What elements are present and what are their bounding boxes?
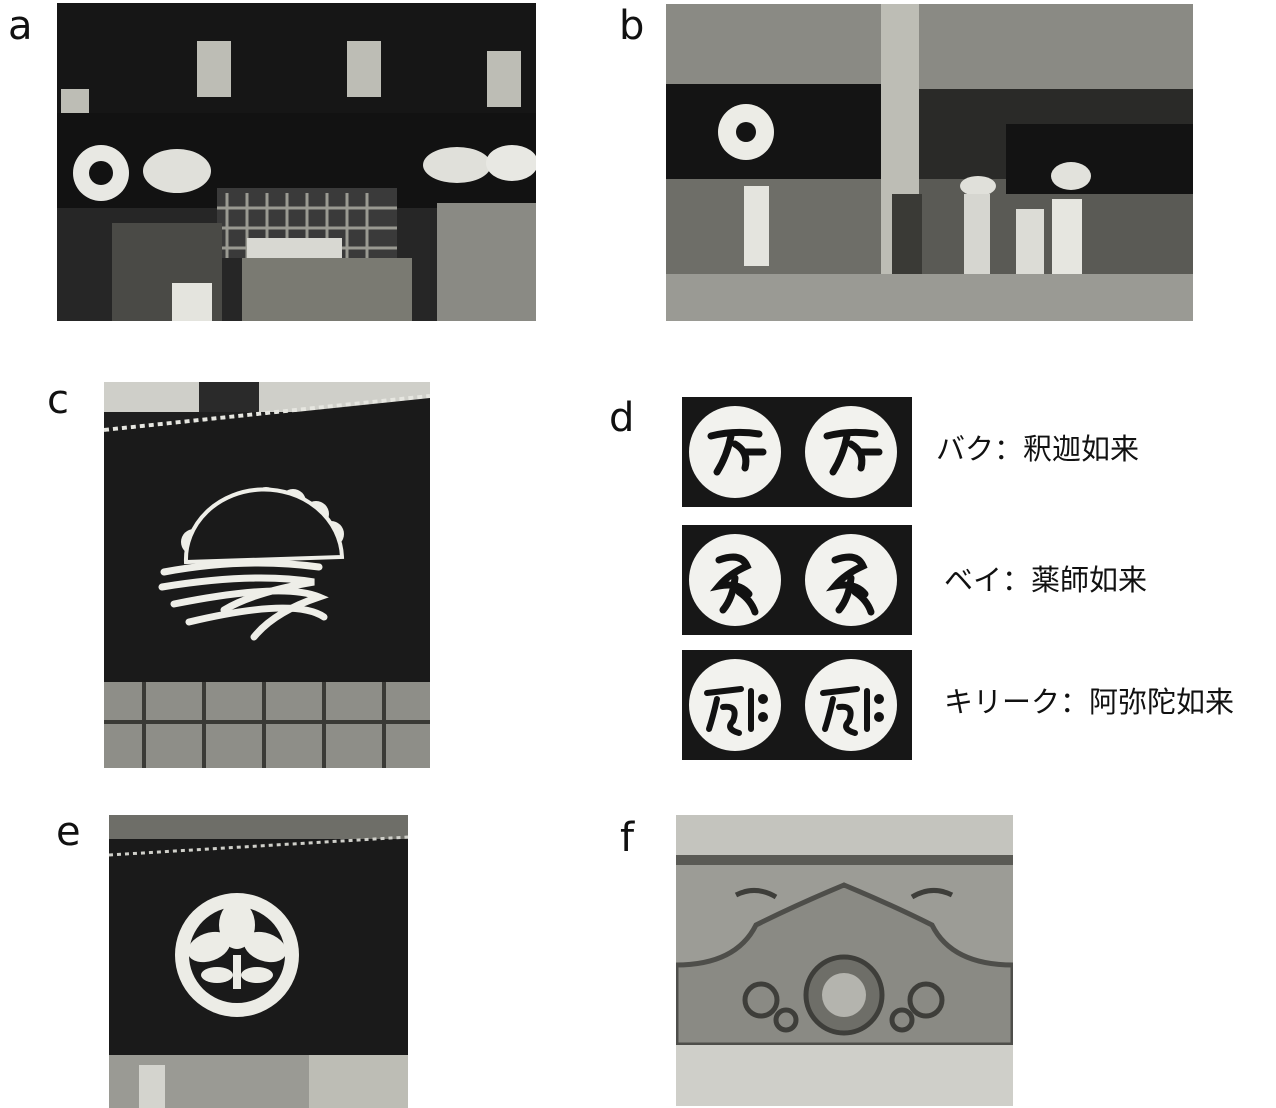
seed-row-bei (682, 525, 912, 635)
panel-label-a: a (8, 3, 33, 49)
photo-b-temple-pilgrims (666, 4, 1193, 321)
seed-caption-baku: バク：釈迦如来 (936, 432, 1140, 466)
panel-label-f: f (620, 815, 635, 861)
panel-label-b: b (619, 3, 645, 49)
seed-caption-bei: ベイ：薬師如来 (944, 563, 1148, 597)
seed-emblem (689, 406, 781, 498)
panel-label-d: d (609, 395, 635, 441)
seed-caption-kiriku: キリーク：阿弥陀如来 (944, 685, 1235, 719)
panel-label-c: c (47, 377, 69, 423)
seed-emblem (689, 659, 781, 751)
photo-a-temple-curtain (57, 3, 536, 321)
photo-f-carved-relief (676, 815, 1013, 1106)
panel-label-e: e (56, 809, 81, 855)
photo-c-curtain-emblem (104, 382, 430, 768)
seed-emblem (805, 659, 897, 751)
seed-emblem (805, 406, 897, 498)
seed-emblem (805, 534, 897, 626)
seed-row-baku (682, 397, 912, 507)
photo-e-flower-crest-curtain (109, 815, 408, 1108)
seed-emblem (689, 534, 781, 626)
seed-row-kiriku (682, 650, 912, 760)
